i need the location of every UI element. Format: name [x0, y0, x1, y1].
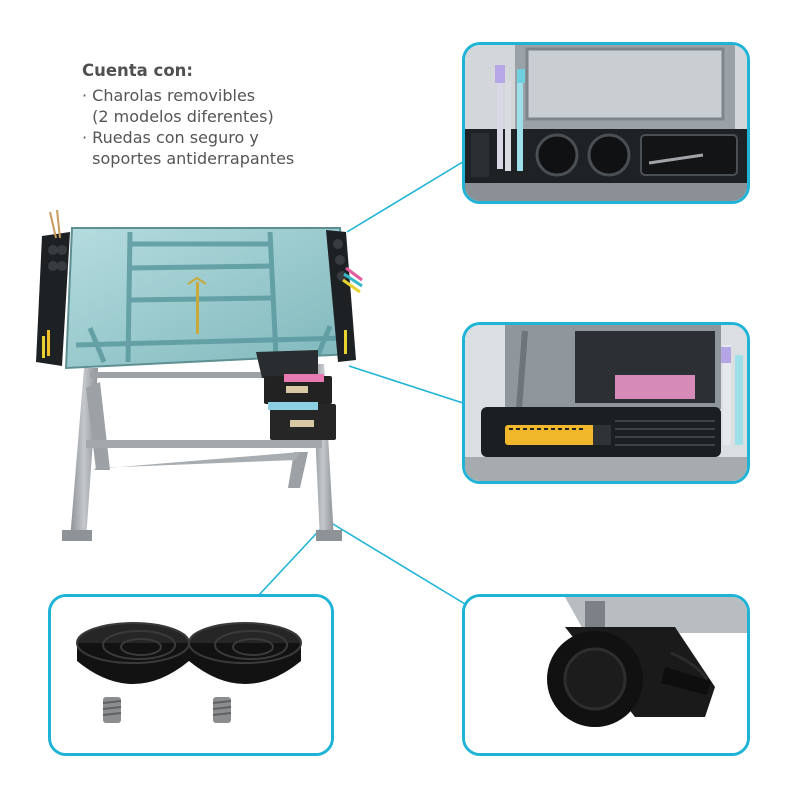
foot-detail-panel — [48, 594, 334, 756]
connector-line-top — [346, 159, 467, 233]
feature-line: · Charolas removibles — [82, 86, 256, 105]
side-tray-detail-image — [465, 325, 747, 481]
side-tray-detail-panel — [462, 322, 750, 484]
feature-title: Cuenta con: — [82, 61, 194, 80]
right-side-tray — [326, 230, 363, 362]
feature-list: Cuenta con: · Charolas removibles (2 mod… — [82, 60, 294, 169]
feature-line: · Ruedas con seguro y — [82, 128, 259, 147]
feature-line: soportes antiderrapantes — [82, 149, 295, 168]
storage-drawers — [256, 350, 336, 440]
rubber-foot-left — [76, 622, 190, 723]
wheel-detail-panel — [462, 594, 750, 756]
connector-line-side — [348, 365, 467, 405]
foot-detail-image — [51, 597, 331, 753]
top-tray-detail-panel — [462, 42, 750, 204]
top-tray-detail-image — [465, 45, 747, 201]
wheel-detail-image — [465, 597, 747, 753]
rubber-foot-right — [188, 622, 302, 723]
left-side-tray — [36, 209, 70, 366]
glass-tabletop — [64, 227, 354, 370]
feature-line: (2 modelos diferentes) — [82, 107, 274, 126]
connector-line-wheel — [327, 520, 466, 605]
